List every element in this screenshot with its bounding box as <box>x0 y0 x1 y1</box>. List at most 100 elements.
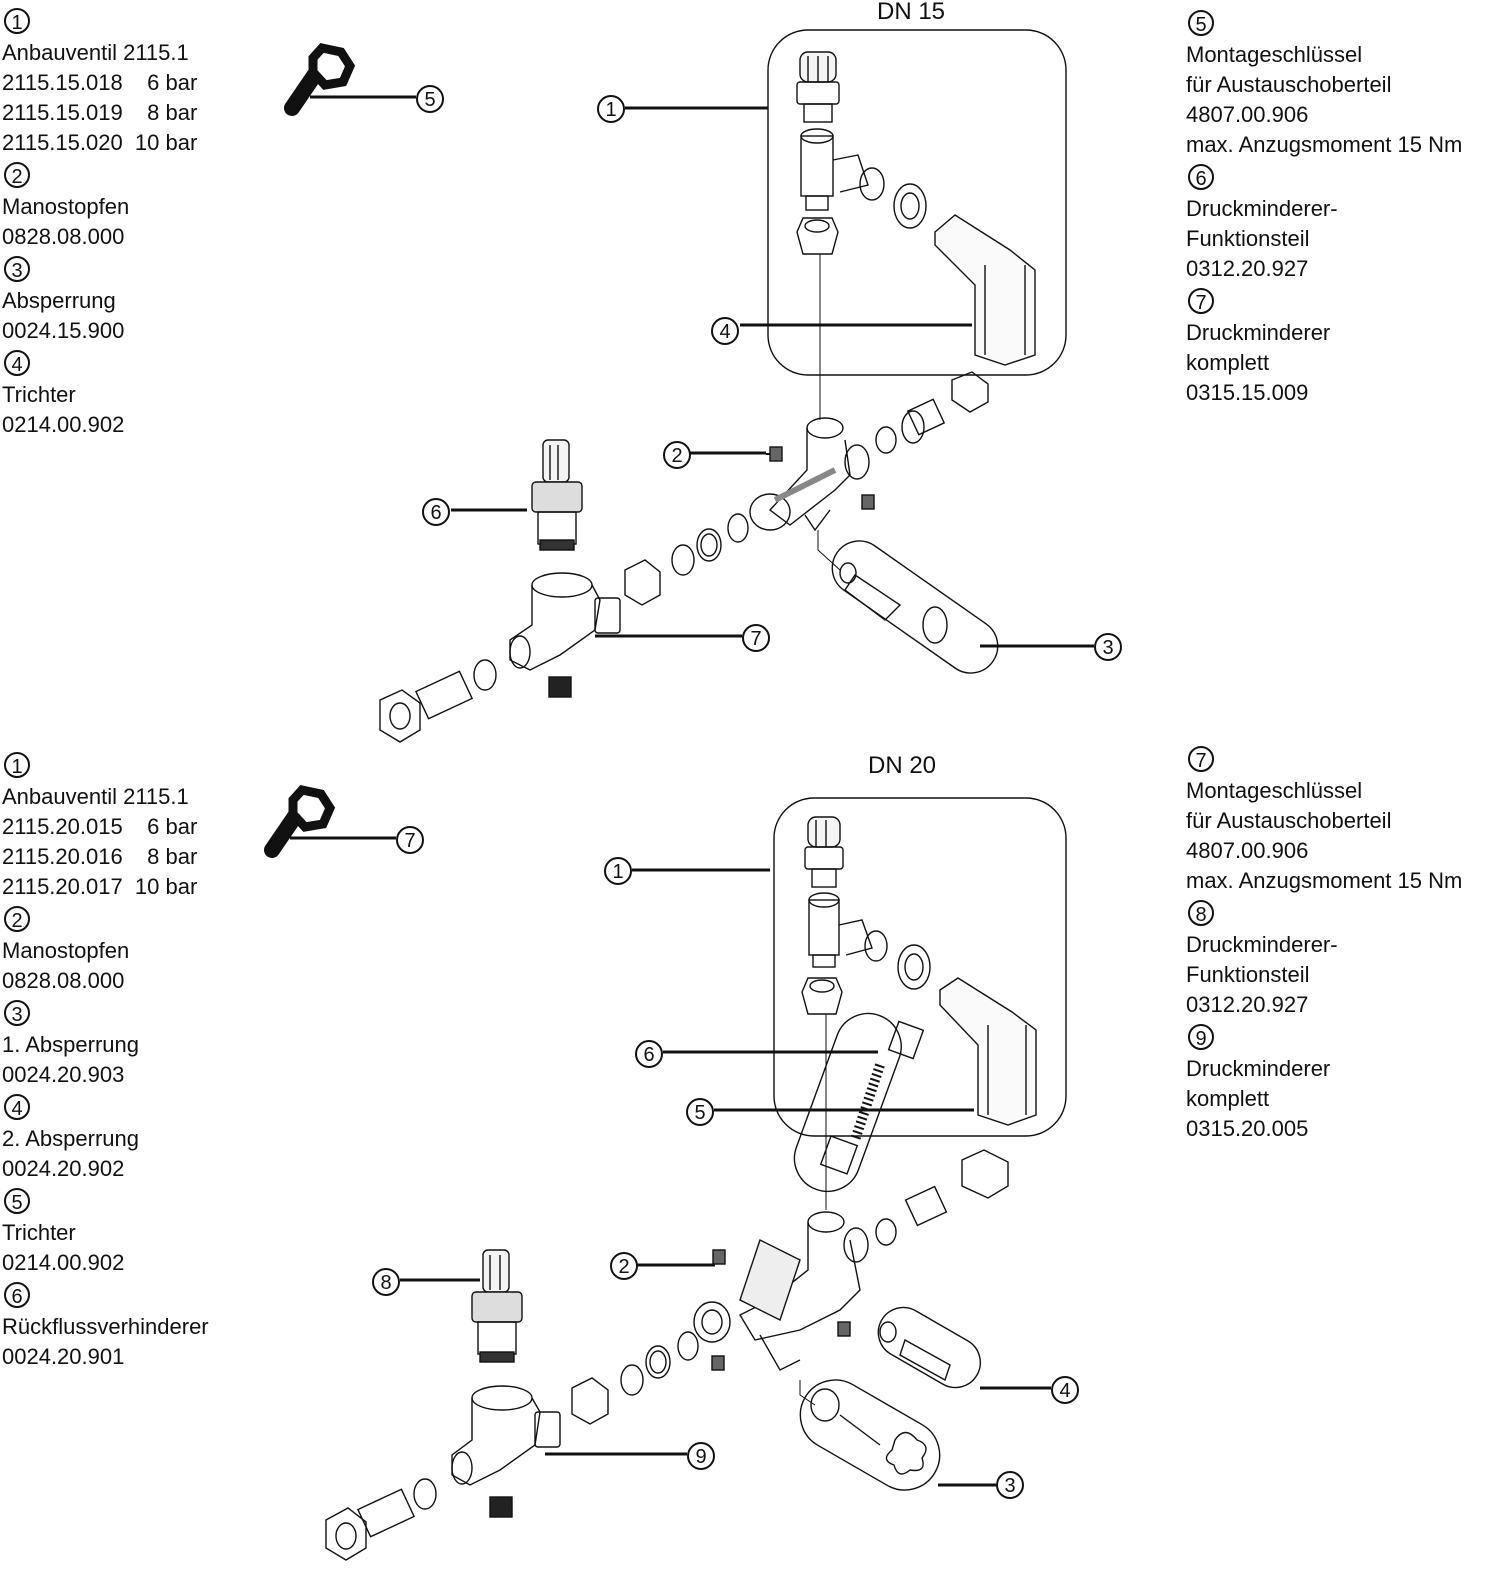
gaskets-and-nuts <box>325 1149 1009 1561</box>
tee-fitting <box>808 892 931 990</box>
tee-fitting <box>800 128 927 229</box>
pressure-reducer-housing <box>451 1385 561 1518</box>
callout-3: 3 <box>996 1471 1024 1499</box>
svg-text:7: 7 <box>404 830 415 852</box>
callout-7: 7 <box>396 826 424 854</box>
part-name: Anbauventil 2115.1 <box>2 784 189 809</box>
svg-text:3: 3 <box>1004 1475 1015 1497</box>
part-detail: 0024.20.901 <box>2 1344 125 1369</box>
item-number-badge: 3 <box>4 256 30 282</box>
callout-4: 4 <box>711 317 739 345</box>
part-detail: 0828.08.000 <box>2 968 125 993</box>
part-name: Manostopfen <box>2 938 130 963</box>
svg-text:6: 6 <box>430 502 441 524</box>
shutoff-capsule-2 <box>877 1306 982 1389</box>
pressure-reducer-insert <box>531 439 583 551</box>
callout-8: 8 <box>372 1268 400 1296</box>
callout-1: 1 <box>597 95 625 123</box>
part-detail: 0312.20.927 <box>1186 256 1309 281</box>
part-detail: max. Anzugsmoment 15 Nm <box>1186 868 1463 893</box>
shutoff-insert-1 <box>810 1388 927 1475</box>
funnel <box>939 977 1037 1126</box>
union-nut <box>796 217 839 255</box>
check-valve-capsule <box>793 1012 902 1193</box>
item-number-badge: 2 <box>4 162 30 188</box>
part-name: 1. Absperrung <box>2 1032 139 1057</box>
shutoff-insert <box>839 562 948 644</box>
part-detail: 2115.15.018 6 bar <box>2 70 198 95</box>
part-detail: 0315.20.005 <box>1186 1116 1309 1141</box>
part-name: Montageschlüssel <box>1186 42 1363 67</box>
exchange-upper-part-box <box>767 29 1067 376</box>
item-number-badge: 5 <box>4 1188 30 1214</box>
part-detail: 0024.20.903 <box>2 1062 125 1087</box>
callout-2: 2 <box>663 441 691 469</box>
exchange-upper-part-box <box>773 797 1067 1137</box>
section-title-dn15: DN 15 <box>877 0 946 25</box>
item-number-badge: 5 <box>1188 10 1214 36</box>
valve-cartridge <box>804 816 844 888</box>
part-detail: 0315.15.009 <box>1186 380 1309 405</box>
callout-9: 9 <box>687 1442 715 1470</box>
part-name: Druckminderer <box>1186 1056 1331 1081</box>
item-number-badge: 2 <box>4 906 30 932</box>
shutoff-capsule-1 <box>799 1379 941 1491</box>
part-detail: 0024.20.902 <box>2 1156 125 1181</box>
mano-plug <box>769 446 783 462</box>
part-name: Trichter <box>2 382 76 407</box>
pressure-reducer-insert <box>471 1249 523 1363</box>
part-detail: Funktionsteil <box>1186 962 1310 987</box>
item-number-badge: 8 <box>1188 900 1214 926</box>
valve-body <box>749 417 870 532</box>
part-detail: für Austauschoberteil <box>1186 72 1392 97</box>
valve-cartridge <box>796 51 840 123</box>
svg-text:2: 2 <box>618 1256 629 1278</box>
part-detail: 0828.08.000 <box>2 224 125 249</box>
mano-plug <box>712 1249 726 1265</box>
svg-text:5: 5 <box>424 89 435 111</box>
dn20-assembly: 7 1 <box>264 785 1079 1561</box>
callout-5: 5 <box>416 85 444 113</box>
part-name: 2. Absperrung <box>2 1126 139 1151</box>
svg-text:1: 1 <box>612 861 623 883</box>
mano-plug <box>861 494 875 510</box>
item-number-badge: 4 <box>4 350 30 376</box>
item-number-badge: 7 <box>1188 746 1214 772</box>
callout-6: 6 <box>422 498 450 526</box>
part-name: Montageschlüssel <box>1186 778 1363 803</box>
svg-text:5: 5 <box>694 1102 705 1124</box>
shutoff-capsule <box>831 540 999 674</box>
callout-7: 7 <box>742 624 770 652</box>
svg-text:8: 8 <box>380 1272 391 1294</box>
item-number-badge: 9 <box>1188 1024 1214 1050</box>
callout-3: 3 <box>1094 633 1122 661</box>
svg-text:1: 1 <box>605 99 616 121</box>
svg-text:3: 3 <box>1102 637 1113 659</box>
part-detail: 2115.15.019 8 bar <box>2 100 198 125</box>
item-number-badge: 7 <box>1188 288 1214 314</box>
valve-body <box>693 1211 869 1371</box>
svg-text:7: 7 <box>750 628 761 650</box>
part-detail: 0214.00.902 <box>2 412 125 437</box>
part-detail: Funktionsteil <box>1186 226 1310 251</box>
section-title-dn20: DN 20 <box>868 752 937 779</box>
funnel <box>934 214 1036 366</box>
item-number-badge: 6 <box>1188 164 1214 190</box>
callout-5: 5 <box>686 1098 714 1126</box>
part-name: Rückflussverhinderer <box>2 1314 209 1339</box>
item-number-badge: 4 <box>4 1094 30 1120</box>
